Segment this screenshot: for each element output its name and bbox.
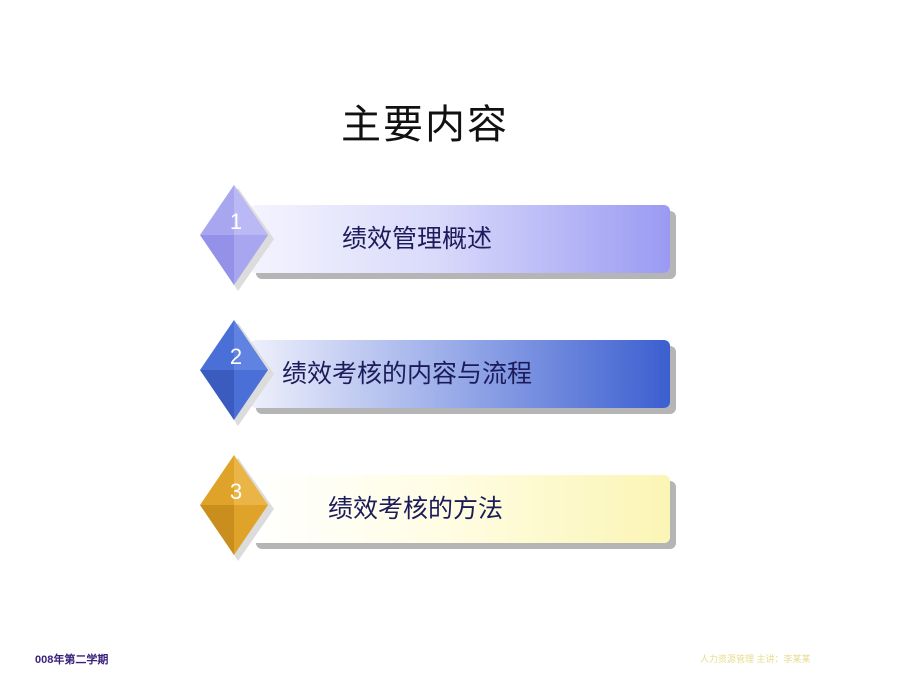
agenda-item-bar: 绩效考核的方法 <box>250 475 670 543</box>
number-diamond-icon: 2 <box>200 320 280 430</box>
agenda-item-2[interactable]: 绩效考核的内容与流程 2 <box>200 320 680 430</box>
number-diamond-icon: 3 <box>200 455 280 565</box>
agenda-item-label: 绩效管理概述 <box>342 224 493 253</box>
agenda-item-number: 3 <box>229 479 243 504</box>
agenda-item-number: 2 <box>229 344 243 369</box>
agenda-item-1[interactable]: 绩效管理概述 1 <box>200 185 680 295</box>
agenda-item-label: 绩效考核的方法 <box>328 494 504 523</box>
agenda-item-bar: 绩效管理概述 <box>250 205 670 273</box>
agenda-item-label: 绩效考核的内容与流程 <box>282 359 533 388</box>
agenda-item-number: 1 <box>229 209 243 234</box>
agenda-item-3[interactable]: 绩效考核的方法 3 <box>200 455 680 565</box>
agenda-item-bar: 绩效考核的内容与流程 <box>250 340 670 408</box>
slide-title: 主要内容 <box>341 102 509 148</box>
footer-semester: 008年第二学期 <box>35 654 109 666</box>
footer-course-info: 人力资源管理 主讲：李某某 <box>700 654 811 664</box>
number-diamond-icon: 1 <box>200 185 280 295</box>
